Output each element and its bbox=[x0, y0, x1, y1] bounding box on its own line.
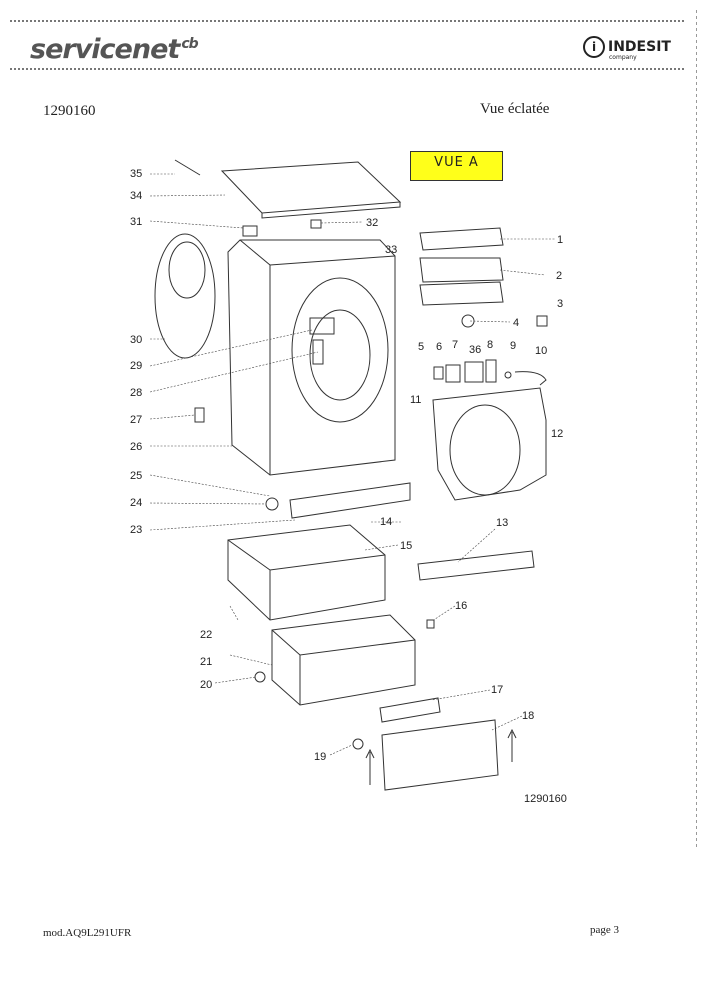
arrow-right bbox=[507, 728, 517, 762]
part-32 bbox=[310, 219, 322, 229]
part-control-panel bbox=[419, 281, 504, 306]
callout-26: 26 bbox=[130, 441, 142, 453]
callout-5: 5 bbox=[418, 341, 424, 353]
callout-7: 7 bbox=[452, 339, 458, 351]
header bbox=[0, 18, 709, 70]
part-7 bbox=[464, 361, 484, 383]
callout-33: 33 bbox=[385, 244, 397, 256]
indesit-logo-icon: i bbox=[583, 36, 605, 58]
callout-12: 12 bbox=[551, 428, 563, 440]
part-8 bbox=[485, 359, 497, 383]
part-13-strip bbox=[417, 550, 535, 581]
callout-3: 3 bbox=[557, 298, 563, 310]
indesit-logo: i INDESIT company bbox=[583, 36, 671, 61]
callout-19: 19 bbox=[314, 751, 326, 763]
callout-32: 32 bbox=[366, 217, 378, 229]
page-number: page 3 bbox=[590, 924, 620, 936]
callout-21: 21 bbox=[200, 656, 212, 668]
callout-36: 36 bbox=[469, 344, 481, 356]
part-17-handle bbox=[379, 697, 441, 723]
part-18-drawer-front bbox=[381, 719, 499, 791]
document-subtitle: Vue éclatée bbox=[480, 101, 550, 117]
callout-13: 13 bbox=[496, 517, 508, 529]
callout-20: 20 bbox=[200, 679, 212, 691]
callout-29: 29 bbox=[130, 360, 142, 372]
callout-9: 9 bbox=[510, 340, 516, 352]
part-24 bbox=[265, 497, 279, 511]
part-30-gasket bbox=[154, 233, 216, 359]
callout-18: 18 bbox=[522, 710, 534, 722]
part-9 bbox=[504, 371, 512, 379]
part-1 bbox=[419, 227, 504, 251]
part-29 bbox=[309, 317, 335, 335]
parts-drawing bbox=[154, 159, 548, 791]
figure-number: 1290160 bbox=[524, 793, 567, 805]
callout-16: 16 bbox=[455, 600, 467, 612]
part-28-door-opening bbox=[291, 277, 389, 423]
part-15-drawer-frame bbox=[227, 524, 386, 621]
callout-27: 27 bbox=[130, 414, 142, 426]
callout-1: 1 bbox=[557, 234, 563, 246]
callout-22: 22 bbox=[200, 629, 212, 641]
callout-34: 34 bbox=[130, 190, 142, 202]
header-rule-top bbox=[10, 20, 685, 22]
callout-14: 14 bbox=[380, 516, 392, 528]
document-number: 1290160 bbox=[43, 103, 96, 119]
part-5 bbox=[433, 366, 444, 380]
part-14 bbox=[289, 482, 411, 519]
callout-10: 10 bbox=[535, 345, 547, 357]
part-19 bbox=[352, 738, 364, 750]
model-reference: mod.AQ9L291UFR bbox=[43, 927, 132, 939]
callout-8: 8 bbox=[487, 339, 493, 351]
part-21-drawer bbox=[271, 614, 416, 706]
callout-11: 11 bbox=[410, 394, 421, 406]
callout-23: 23 bbox=[130, 524, 142, 536]
part-3 bbox=[536, 315, 548, 327]
callout-2: 2 bbox=[556, 270, 562, 282]
callout-17: 17 bbox=[491, 684, 503, 696]
callout-28: 28 bbox=[130, 387, 142, 399]
callout-15: 15 bbox=[400, 540, 412, 552]
part-31 bbox=[242, 225, 258, 237]
part-34-top-lid bbox=[220, 161, 402, 214]
part-4-knob bbox=[461, 314, 475, 328]
page-edge-rule bbox=[696, 10, 697, 850]
part-12-front-panel bbox=[432, 387, 547, 501]
callout-35: 35 bbox=[130, 168, 142, 180]
callout-30: 30 bbox=[130, 334, 142, 346]
callout-24: 24 bbox=[130, 497, 142, 509]
callout-4: 4 bbox=[513, 317, 519, 329]
part-35 bbox=[174, 159, 201, 176]
view-label: VUE A bbox=[410, 151, 503, 181]
header-rule-bottom bbox=[10, 68, 685, 70]
arrow-left bbox=[365, 748, 375, 785]
part-2 bbox=[419, 257, 504, 283]
part-26-cabinet bbox=[227, 239, 396, 476]
callout-6: 6 bbox=[436, 341, 442, 353]
part-6 bbox=[445, 364, 461, 383]
callout-labels: 1 2 3 4 5 6 7 36 8 9 10 11 12 13 14 15 1… bbox=[130, 168, 563, 763]
callout-31: 31 bbox=[130, 216, 142, 228]
part-27 bbox=[194, 407, 205, 423]
part-16 bbox=[426, 619, 435, 629]
part-10 bbox=[514, 371, 547, 386]
callout-25: 25 bbox=[130, 470, 142, 482]
part-20 bbox=[254, 671, 266, 683]
leader-lines bbox=[149, 173, 555, 756]
